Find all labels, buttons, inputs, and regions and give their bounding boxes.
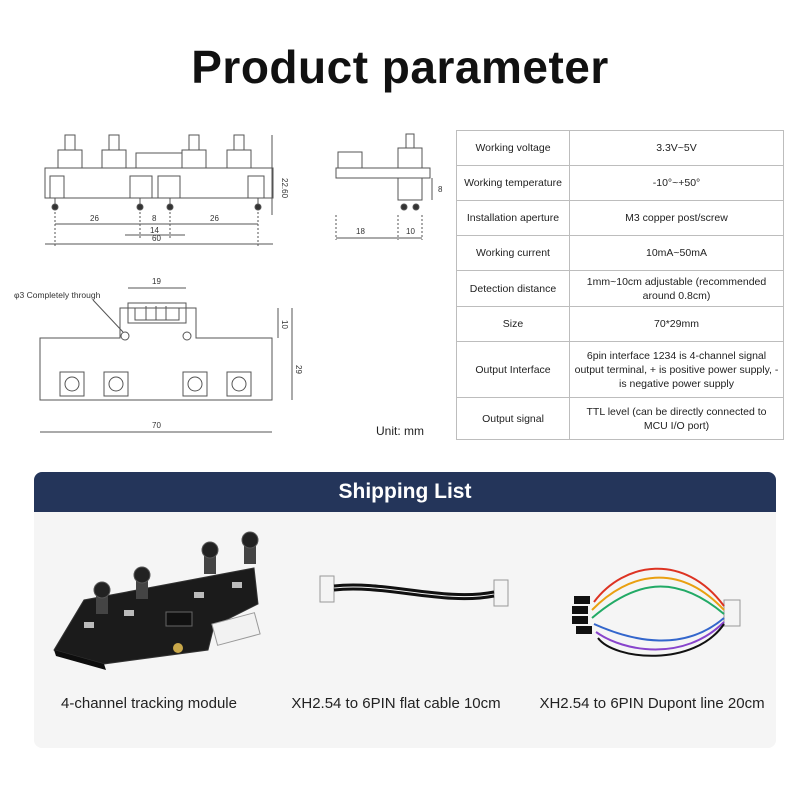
top-dim-conn: 19	[152, 277, 161, 286]
shipping-item-caption: 4-channel tracking module	[61, 695, 237, 712]
side-dim-h: 8	[438, 185, 443, 194]
flat-cable-image	[319, 575, 509, 607]
param-value: 70*29mm	[569, 306, 784, 342]
param-key: Output signal	[456, 397, 570, 440]
param-key: Detection distance	[456, 270, 570, 307]
param-key: Output Interface	[456, 341, 570, 398]
param-row: Working temperature-10°~+50°	[456, 165, 784, 201]
dupont-cable-image	[572, 567, 741, 657]
param-key: Working voltage	[456, 130, 570, 166]
top-dim-h1: 10	[280, 320, 289, 329]
param-value: -10°~+50°	[569, 165, 784, 201]
dimension-drawings: 22.60 26 8 26 14 60 18 10 8 φ3 Completel…	[14, 133, 443, 433]
param-value: M3 copper post/screw	[569, 200, 784, 236]
param-value: 10mA~50mA	[569, 235, 784, 271]
unit-label: Unit: mm	[376, 424, 424, 438]
front-dim-height: 22.60	[280, 178, 289, 199]
param-key: Size	[456, 306, 570, 342]
front-dim-total: 60	[152, 234, 161, 243]
front-dim-a: 26	[90, 214, 99, 223]
front-dim-c: 26	[210, 214, 219, 223]
param-key: Working current	[456, 235, 570, 271]
page-title: Product parameter	[191, 41, 609, 93]
param-value: 1mm~10cm adjustable (recommended around …	[569, 270, 784, 307]
top-dim-h2: 29	[294, 365, 303, 374]
shipping-item-caption: XH2.54 to 6PIN Dupont line 20cm	[539, 695, 765, 712]
top-view-drawing	[39, 287, 293, 433]
side-dim-a: 18	[356, 227, 365, 236]
top-dim-w: 70	[152, 421, 161, 430]
param-value: 3.3V~5V	[569, 130, 784, 166]
front-dim-b: 8	[152, 214, 157, 223]
shipping-item-caption: XH2.54 to 6PIN flat cable 10cm	[291, 695, 501, 712]
side-view-drawing	[335, 133, 433, 240]
param-value: 6pin interface 1234 is 4-channel signal …	[569, 341, 784, 398]
param-key: Installation aperture	[456, 200, 570, 236]
shipping-list-panel: Shipping List 4-channel tracking module …	[34, 472, 776, 748]
front-dim-d: 14	[150, 226, 159, 235]
hole-label: φ3 Completely through	[14, 290, 101, 300]
param-value: TTL level (can be directly connected to …	[569, 397, 784, 440]
param-key: Working temperature	[456, 165, 570, 201]
tracking-module-image	[53, 531, 261, 670]
front-view-drawing	[44, 134, 274, 248]
shipping-list-title: Shipping List	[34, 472, 776, 512]
side-dim-b: 10	[406, 227, 415, 236]
